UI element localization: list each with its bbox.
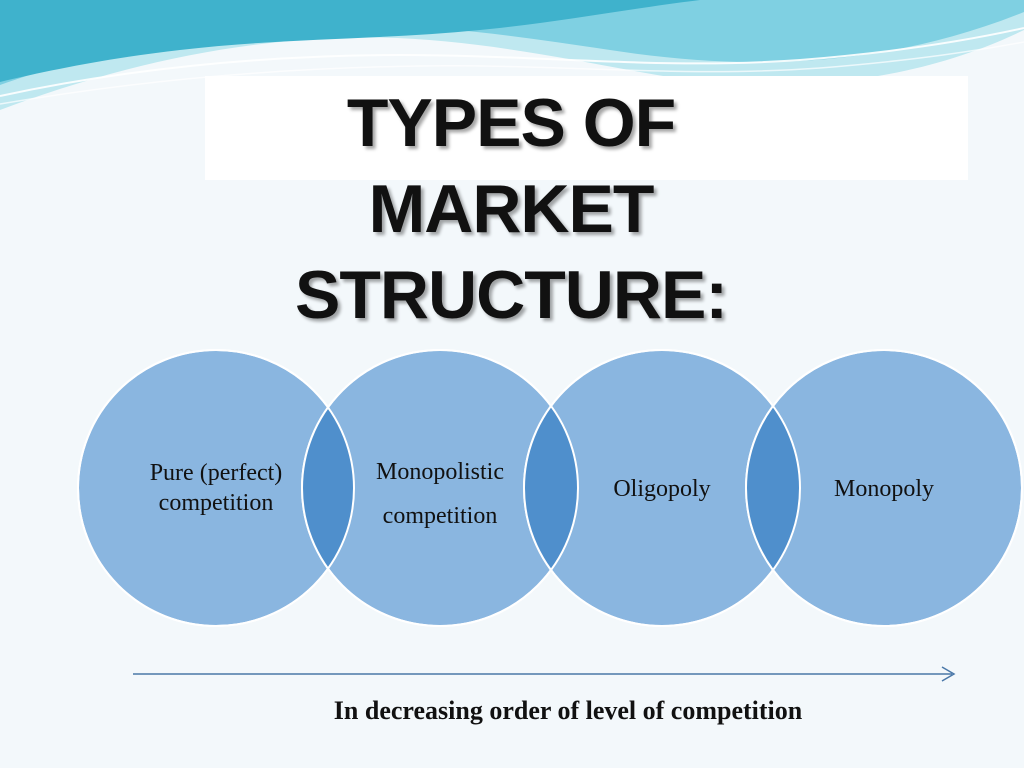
label-pure-competition: Pure (perfect) competition — [126, 458, 306, 518]
wave-highlight-2 — [0, 41, 1024, 105]
label-pure-competition-line-1: Pure (perfect) — [149, 460, 283, 486]
arrow-head — [941, 666, 956, 682]
title-line-1: TYPES OF — [346, 85, 676, 161]
label-monopolistic-line-2: competition — [382, 503, 498, 529]
label-monopoly: Monopoly — [804, 474, 964, 504]
slide-title: TYPES OF MARKET STRUCTURE: — [200, 80, 822, 338]
label-monopoly-line-1: Monopoly — [833, 476, 934, 502]
label-oligopoly-line-1: Oligopoly — [613, 476, 711, 502]
market-structure-diagram — [77, 349, 1023, 627]
outline-3 — [523, 349, 801, 627]
axis-caption: In decreasing order of level of competit… — [333, 696, 803, 725]
title-panel — [205, 76, 968, 180]
outline-2 — [301, 349, 579, 627]
title-line-3: STRUCTURE: — [295, 257, 728, 333]
wave-front — [0, 0, 700, 82]
outline-1 — [77, 349, 355, 627]
label-monopolistic-competition: Monopolistic competition — [346, 450, 534, 538]
title-line-2: MARKET — [368, 171, 655, 247]
label-pure-competition-line-2: competition — [158, 490, 274, 516]
competition-arrow — [133, 666, 956, 682]
wave-highlight — [0, 27, 1024, 97]
label-monopolistic-line-1: Monopolistic — [375, 459, 504, 485]
label-oligopoly: Oligopoly — [582, 474, 742, 504]
outline-4 — [745, 349, 1023, 627]
